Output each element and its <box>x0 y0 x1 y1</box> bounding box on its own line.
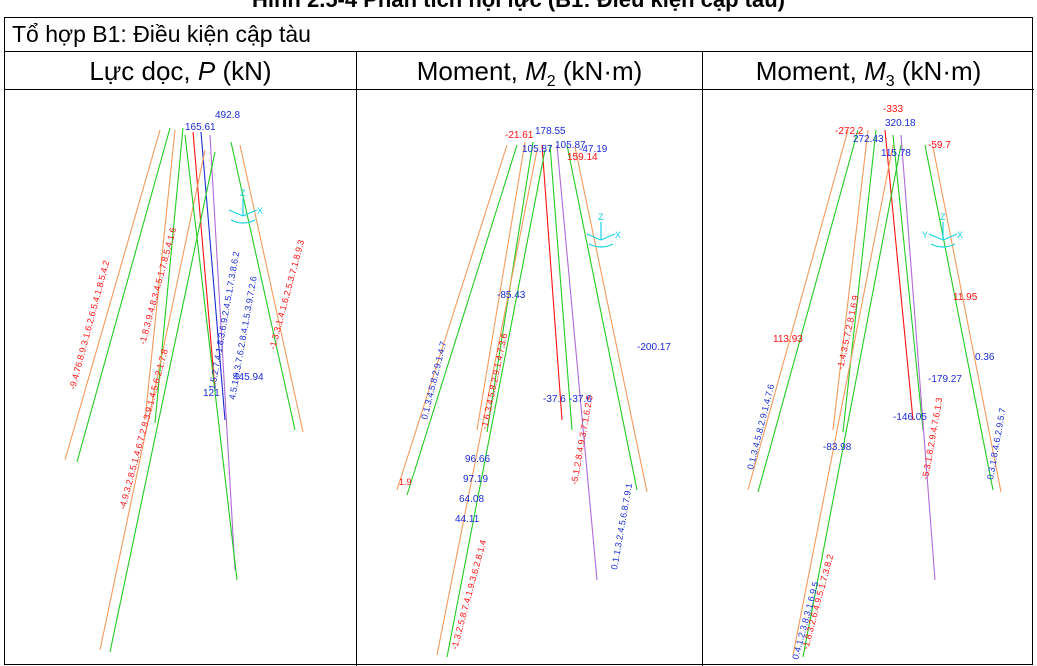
figure-title: Hình 2.5-4 Phân tích nội lực (B1: Điều k… <box>0 0 1037 12</box>
coordinate-axes-icon <box>586 222 616 248</box>
panel-header-axial-force: Lực dọc, P (kN) <box>5 52 356 90</box>
value-label: 272.43 <box>853 134 884 145</box>
pile-diagram-m3: -333 -272.2 -59.7 11.95 113.93 -1.4.3.5.… <box>745 104 1007 661</box>
combination-label: Tổ hợp B1: Điều kiện cập tàu <box>12 21 311 47</box>
value-label: 121 <box>203 388 220 399</box>
value-label: 64.08 <box>459 494 484 505</box>
svg-text:-5.1.2.8.4.9.3.7.1.6.2.5: -5.1.2.8.4.9.3.7.1.6.2.5 <box>569 394 595 485</box>
header-text-unit: (kN·m) <box>894 56 982 86</box>
header-symbol: M <box>864 56 886 86</box>
coordinate-axes-icon <box>928 222 958 248</box>
value-label: -85.43 <box>497 290 526 301</box>
axis-x-label: X <box>957 230 963 240</box>
header-text-unit: (kN) <box>215 56 272 86</box>
panel-moment-m2-diagram: -21.61 159.14 1.9 -1.6.3.4.5.8.2.9.1.4.7… <box>357 90 702 666</box>
value-label: 0.36 <box>975 352 995 363</box>
panel-axial-force-diagram: -9.4.76.8.9.3.1.6.2.6.5.4.1.8.5.4.2 -1.8… <box>5 90 356 666</box>
value-label: 97.19 <box>463 474 488 485</box>
value-label: -146.05 <box>893 412 927 423</box>
axis-z-label: Z <box>598 212 604 222</box>
value-label: -59.7 <box>928 140 951 151</box>
value-label: -37.6 <box>543 394 566 405</box>
panel-moment-m3-diagram: -333 -272.2 -59.7 11.95 113.93 -1.4.3.5.… <box>703 90 1034 666</box>
svg-text:0.3.1.8.4.6.2.9.5.7: 0.3.1.8.4.6.2.9.5.7 <box>985 407 1007 480</box>
panel-header-moment-m3: Moment, M3 (kN·m) <box>703 52 1034 90</box>
svg-text:-4.9.3.2.8.5.1.4.6.7.2.8.3.9.1: -4.9.3.2.8.5.1.4.6.7.2.8.3.9.1.4.5.6.2.1… <box>117 348 170 511</box>
value-label: -200.17 <box>637 342 671 353</box>
header-symbol: M <box>525 56 547 86</box>
header-text-prefix: Lực dọc, <box>89 56 198 86</box>
coordinate-axes-icon <box>228 198 258 224</box>
axis-y-label: Y <box>922 230 928 240</box>
value-label: -333 <box>883 104 903 115</box>
svg-text:-1.6.3.4.5.8.2.9.1.4.7.3.6: -1.6.3.4.5.8.2.9.1.4.7.3.6 <box>479 332 509 430</box>
svg-text:-1.3.2.5.8.7.4.1.9.3.6.2.8.1.4: -1.3.2.5.8.7.4.1.9.3.6.2.8.1.4 <box>449 539 488 651</box>
value-label: -179.27 <box>928 374 962 385</box>
axis-z-label: Z <box>240 188 246 198</box>
value-label: 115.78 <box>881 148 911 159</box>
combination-row: Tổ hợp B1: Điều kiện cập tàu <box>5 18 1032 52</box>
header-text-prefix: Moment, <box>755 56 865 86</box>
svg-text:0.1.3.4.5.8.2.9.1.4.7.6: 0.1.3.4.5.8.2.9.1.4.7.6 <box>745 383 776 470</box>
header-symbol: P <box>197 56 216 86</box>
value-label: -83.98 <box>823 442 852 453</box>
header-text-unit: (kN·m) <box>555 56 643 86</box>
column-divider <box>356 52 357 666</box>
value-label: -37.6 <box>569 394 592 405</box>
value-label: 96.66 <box>465 454 490 465</box>
panel-header-moment-m2: Moment, M2 (kN·m) <box>357 52 702 90</box>
value-label: -47.19 <box>579 144 608 155</box>
pile-diagram-p: -9.4.76.8.9.3.1.6.2.6.5.4.1.8.5.4.2 -1.8… <box>64 110 306 653</box>
value-label: 105.87 <box>522 144 553 155</box>
axis-x-label: X <box>257 206 263 216</box>
svg-text:-1.8.3.9.4.8.3.4.5.1.7.8.5.4.1: -1.8.3.9.4.8.3.4.5.1.7.8.5.4.1.6 <box>137 226 178 345</box>
value-label: 44.11 <box>455 514 480 525</box>
value-label: 178.55 <box>535 126 566 137</box>
value-label: 320.18 <box>885 118 916 129</box>
column-divider <box>702 52 703 666</box>
value-label: 445.94 <box>233 372 264 383</box>
value-label: 165.61 <box>185 122 216 133</box>
axis-z-label: Z <box>940 212 946 222</box>
header-subscript: 2 <box>546 73 556 91</box>
value-label: 113.93 <box>773 334 803 345</box>
value-label: -21.61 <box>505 130 534 141</box>
svg-text:-9.4.76.8.9.3.1.6.2.6.5.4.1.8.: -9.4.76.8.9.3.1.6.2.6.5.4.1.8.5.4.2 <box>67 259 111 390</box>
axis-x-label: X <box>615 230 621 240</box>
header-text-prefix: Moment, <box>416 56 526 86</box>
svg-text:-1.4.3.5.7.2.8.1.6.9: -1.4.3.5.7.2.8.1.6.9 <box>835 294 860 370</box>
pile-diagram-m2: -21.61 159.14 1.9 -1.6.3.4.5.8.2.9.1.4.7… <box>396 126 671 658</box>
value-label: 11.95 <box>953 292 978 303</box>
figure-table: Tổ hợp B1: Điều kiện cập tàu Lực dọc, P … <box>4 17 1034 666</box>
value-label: 492.8 <box>215 110 240 121</box>
value-label: 1.9 <box>399 477 412 487</box>
header-subscript: 3 <box>885 73 895 91</box>
value-label: -272.2 <box>835 126 864 137</box>
svg-text:0.1.1.3.2.4.5.6.8.7.9.1: 0.1.1.3.2.4.5.6.8.7.9.1 <box>609 482 634 570</box>
value-label: 105.87 <box>555 140 586 151</box>
value-label: 159.14 <box>567 152 598 163</box>
